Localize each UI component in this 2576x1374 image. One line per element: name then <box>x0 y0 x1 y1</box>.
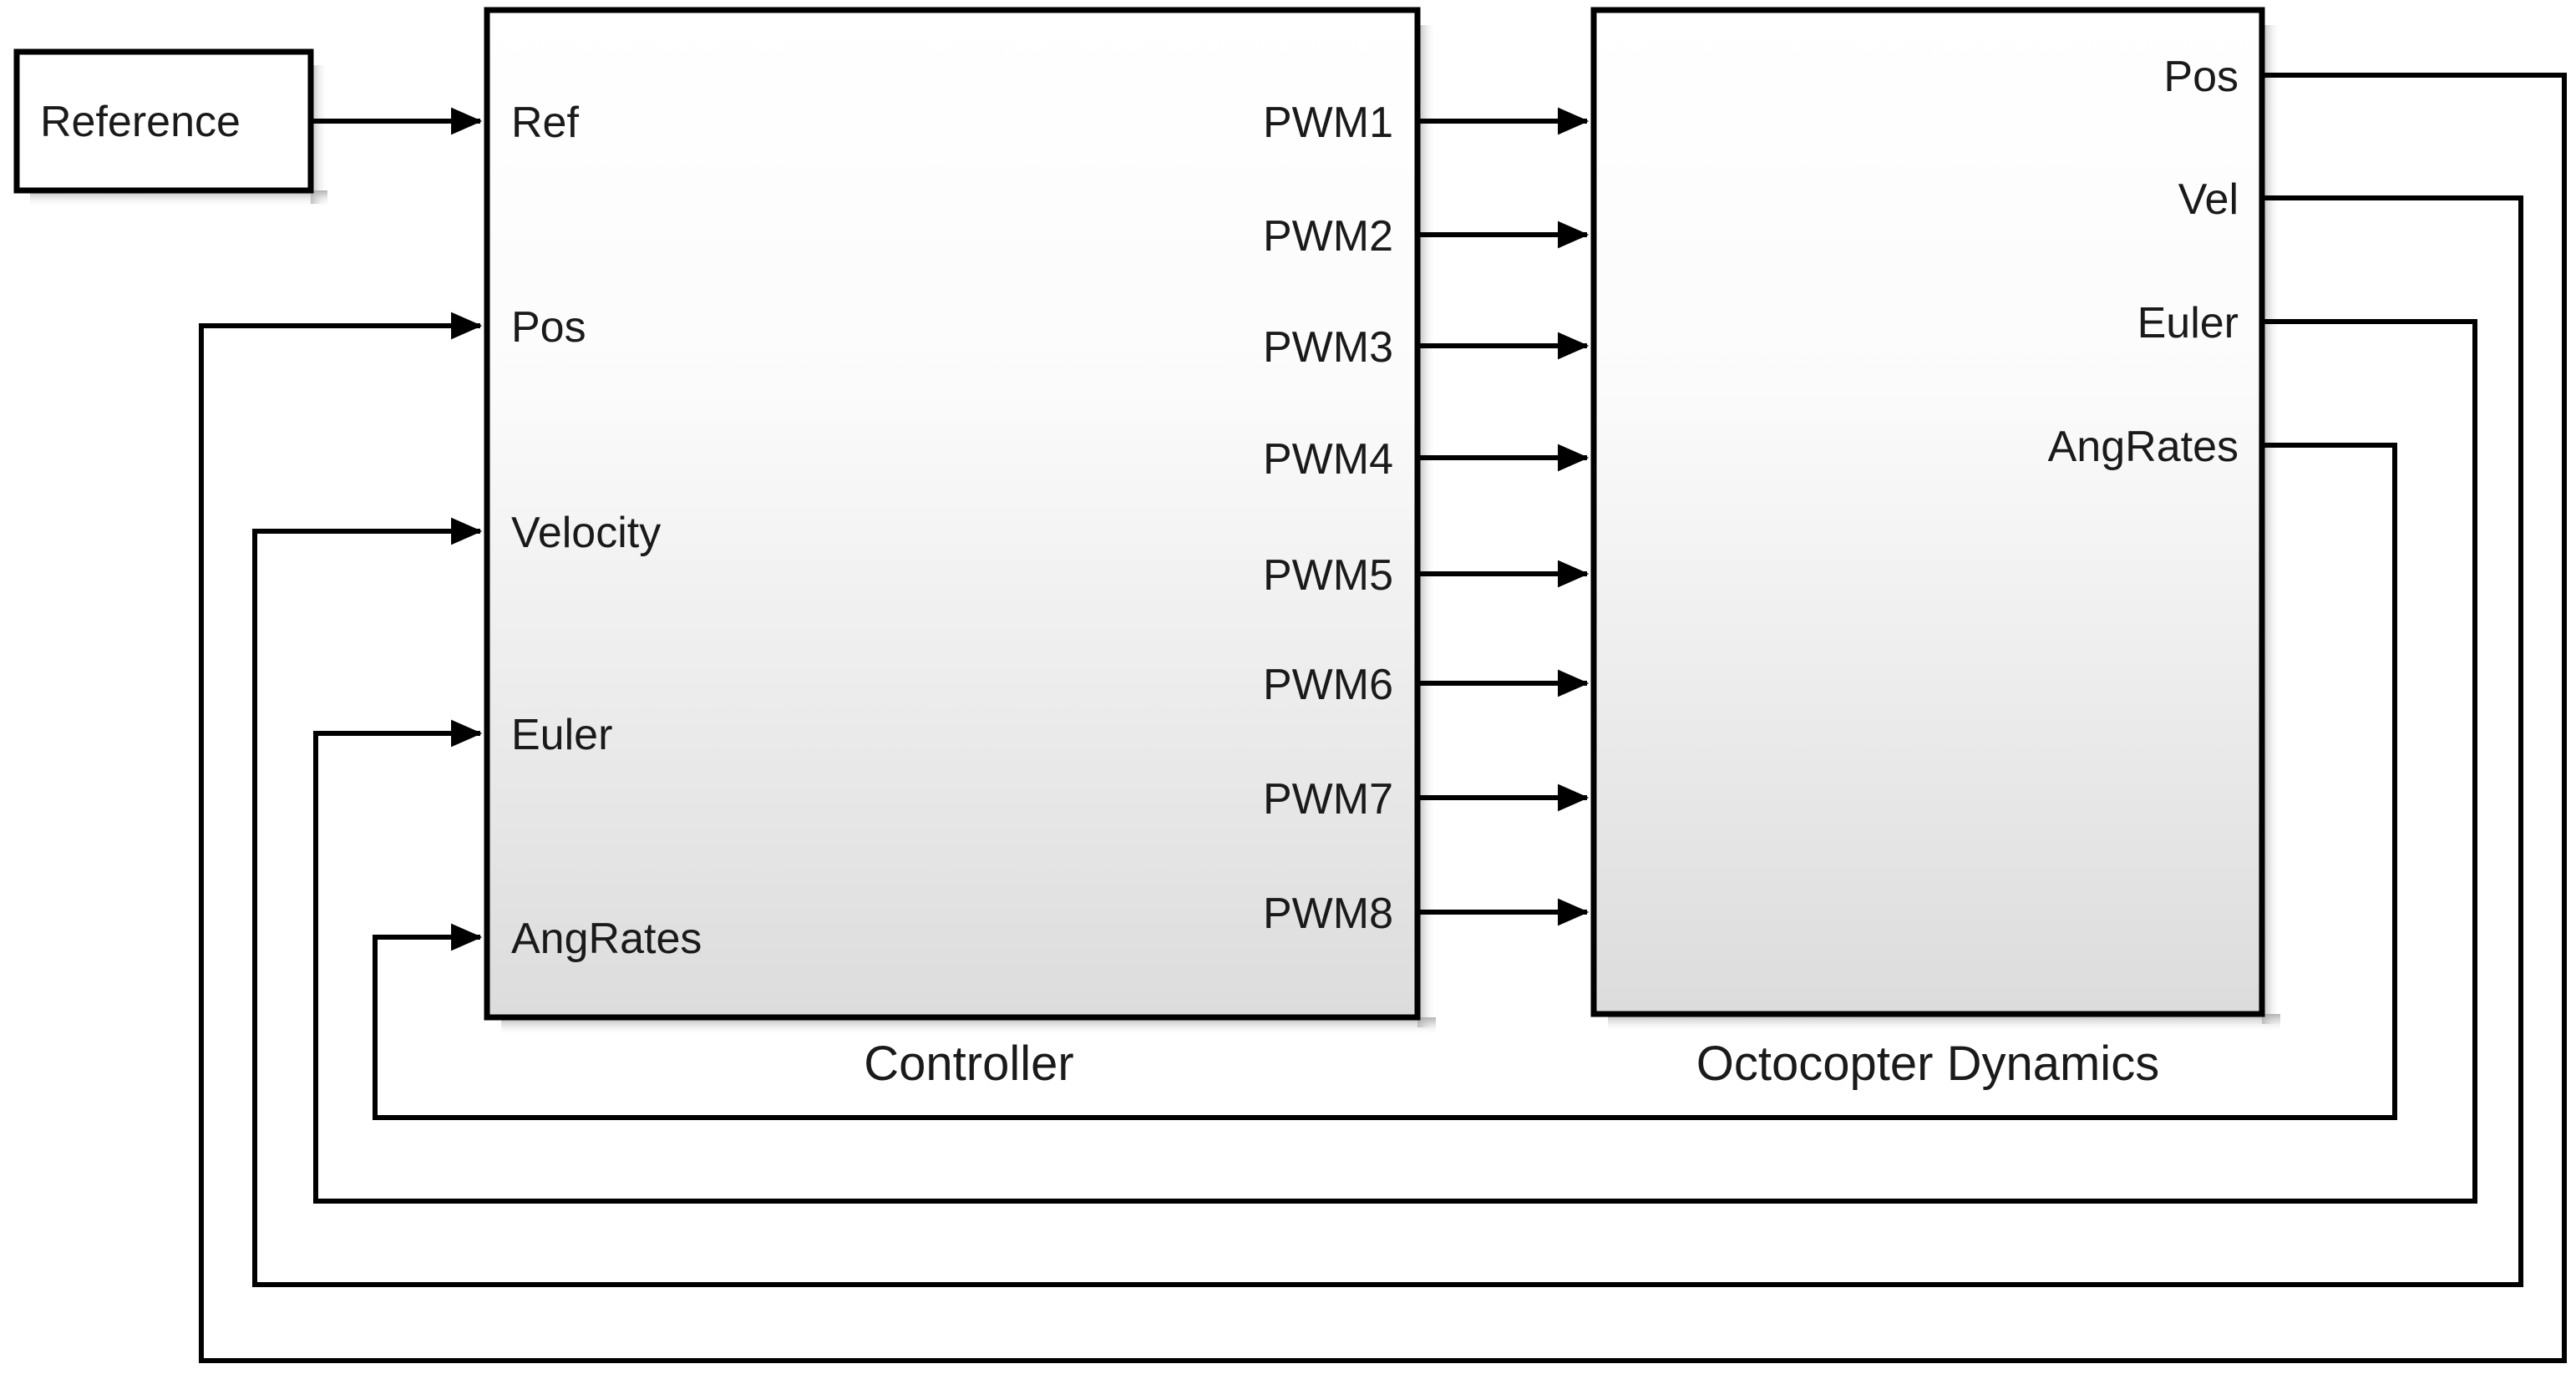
controller-block[interactable]: Ref Pos Velocity Euler AngRates PWM1 PWM… <box>484 7 1421 1021</box>
controller-output-label-pwm1: PWM1 <box>1263 99 1393 147</box>
controller-output-label-pwm2: PWM2 <box>1263 212 1393 261</box>
controller-output-label-pwm6: PWM6 <box>1263 661 1393 709</box>
controller-input-label-euler: Euler <box>511 711 612 759</box>
controller-output-label-pwm5: PWM5 <box>1263 551 1393 600</box>
block-shadows <box>30 25 2280 1036</box>
controller-input-label-pos: Pos <box>511 303 586 352</box>
controller-input-label-ref: Ref <box>511 99 579 147</box>
controller-output-label-pwm3: PWM3 <box>1263 323 1393 372</box>
plant-output-label-euler: Euler <box>2137 299 2239 347</box>
wire-feedback-euler <box>313 319 2477 1204</box>
wire-feedback-angrates <box>373 443 2397 1120</box>
signal-wires <box>199 73 2567 1363</box>
reference-block-label: Reference <box>40 98 241 146</box>
controller-input-label-velocity: Velocity <box>511 509 661 557</box>
plant-output-label-pos: Pos <box>2163 53 2239 101</box>
controller-output-label-pwm7: PWM7 <box>1263 775 1393 824</box>
controller-block-caption: Controller <box>864 1037 1073 1091</box>
reference-block[interactable]: Reference <box>13 48 314 194</box>
wire-feedback-pos <box>199 73 2567 1363</box>
plant-output-label-angrates: AngRates <box>2048 423 2239 471</box>
plant-output-label-vel: Vel <box>2178 175 2239 224</box>
controller-output-label-pwm8: PWM8 <box>1263 890 1393 938</box>
controller-input-label-angrates: AngRates <box>511 915 702 963</box>
wire-feedback-vel <box>252 195 2523 1287</box>
plant-block[interactable]: Pos Vel Euler AngRates <box>1590 7 2265 1017</box>
controller-output-label-pwm4: PWM4 <box>1263 435 1393 484</box>
plant-block-caption: Octocopter Dynamics <box>1696 1037 2159 1091</box>
